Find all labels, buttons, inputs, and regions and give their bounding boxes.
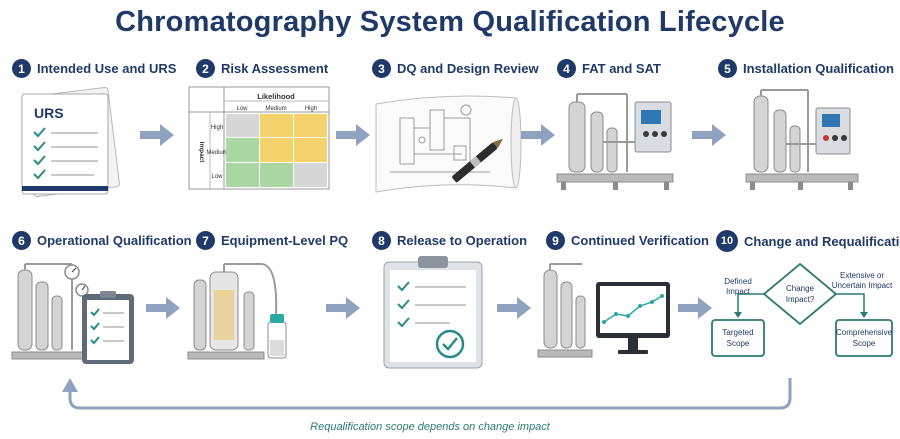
step-2-number: 2: [196, 59, 215, 78]
urs-doc-title: URS: [34, 105, 64, 121]
cell-low-medium: [260, 163, 293, 187]
change-impact-diamond: [762, 262, 838, 326]
footer-caption: Requalification scope depends on change …: [310, 421, 550, 433]
cell-low-low: [226, 163, 259, 187]
step-8-label: 8 Release to Operation: [372, 231, 527, 250]
requalification-loop-arrow: [62, 378, 792, 410]
col-high-label: High: [305, 106, 317, 112]
equipment-pq-illustration: [187, 263, 287, 360]
row-low-label: Low: [211, 174, 223, 180]
step-10-number: 10: [716, 230, 738, 252]
cell-high-high: [294, 114, 327, 137]
left-branch-line1: Defined: [724, 277, 752, 286]
step-5-number: 5: [718, 59, 737, 78]
step-7-text: Equipment-Level PQ: [221, 233, 349, 248]
change-decision-diagram: Change Impact? Defined Impact Extensive …: [711, 262, 893, 357]
step-10-text: Change and Requalification: [744, 233, 900, 249]
step-1-text: Intended Use and URS: [37, 61, 177, 76]
arrow-8-to-9-icon: [497, 297, 531, 319]
decision-center-line1: Change: [786, 284, 815, 293]
decision-center-line2: Impact?: [786, 295, 815, 304]
cell-medium-low: [226, 138, 259, 162]
step-8-number: 8: [372, 231, 391, 250]
step-7-label: 7 Equipment-Level PQ: [196, 231, 348, 250]
step-8-text: Release to Operation: [397, 233, 528, 248]
step-9-label: 9 Continued Verification: [546, 231, 709, 250]
right-branch-line2: Uncertain Impact: [832, 281, 893, 290]
arrow-1-to-2-icon: [140, 124, 174, 146]
arrow-7-to-8-icon: [326, 297, 360, 319]
arrow-4-to-5-icon: [692, 124, 726, 146]
step-2-text: Risk Assessment: [221, 61, 329, 76]
col-low-label: Low: [236, 106, 248, 112]
step-4-text: FAT and SAT: [582, 61, 661, 76]
step-9-number: 9: [546, 231, 565, 250]
step-5-text: Installation Qualification: [743, 61, 894, 76]
resin-bed: [214, 290, 234, 340]
operational-qualification-illustration: [11, 263, 134, 364]
step-2-label: 2 Risk Assessment: [196, 59, 328, 78]
left-outcome-line2: Scope: [727, 339, 750, 348]
installation-skid-illustration: [745, 89, 859, 190]
left-outcome-line1: Targeted: [722, 328, 753, 337]
step-4-label: 4 FAT and SAT: [557, 59, 661, 78]
step-5-label: 5 Installation Qualification: [718, 59, 894, 78]
likelihood-label: Likelihood: [257, 92, 295, 101]
release-clipboard-illustration: [383, 256, 483, 369]
step-10-label: 10 Change and Requalification: [716, 230, 900, 252]
fat-sat-skid-illustration: [556, 93, 674, 190]
risk-matrix: Likelihood Low Medium High Impact High M…: [188, 86, 330, 190]
impact-label: Impact: [198, 142, 205, 164]
step-3-text: DQ and Design Review: [397, 61, 539, 76]
arrow-2-to-3-icon: [336, 124, 370, 146]
urs-document-illustration: URS: [21, 86, 120, 198]
step-3-number: 3: [372, 59, 391, 78]
targeted-scope-box: [711, 319, 765, 357]
arrow-6-to-7-icon: [146, 297, 180, 319]
step-6-text: Operational Qualification: [37, 233, 192, 248]
right-branch-line1: Extensive or: [840, 271, 884, 280]
continued-verification-illustration: [537, 263, 670, 358]
step-7-number: 7: [196, 231, 215, 250]
step-4-number: 4: [557, 59, 576, 78]
cell-low-high: [294, 163, 327, 187]
step-1-label: 1 Intended Use and URS: [12, 59, 176, 78]
arrow-3-to-4-icon: [521, 124, 555, 146]
row-high-label: High: [211, 125, 223, 131]
col-medium-label: Medium: [265, 106, 286, 112]
approved-check-icon: [435, 329, 465, 359]
step-6-number: 6: [12, 231, 31, 250]
cell-medium-high: [294, 138, 327, 162]
arrow-9-to-10-icon: [678, 297, 712, 319]
comprehensive-scope-box: [835, 319, 893, 357]
right-outcome-line1: Comprehensive: [836, 328, 893, 337]
page-title: Chromatography System Qualification Life…: [115, 6, 785, 38]
step-9-text: Continued Verification: [571, 233, 709, 248]
step-3-label: 3 DQ and Design Review: [372, 59, 539, 78]
cell-medium-medium: [260, 138, 293, 162]
cell-high-medium: [260, 114, 293, 137]
row-medium-label: Medium: [206, 150, 227, 156]
cell-high-low: [226, 114, 259, 137]
right-outcome-line2: Scope: [853, 339, 876, 348]
step-6-label: 6 Operational Qualification: [12, 231, 192, 250]
left-branch-line2: Impact: [726, 287, 751, 296]
step-1-number: 1: [12, 59, 31, 78]
design-drawing-illustration: [375, 95, 522, 193]
